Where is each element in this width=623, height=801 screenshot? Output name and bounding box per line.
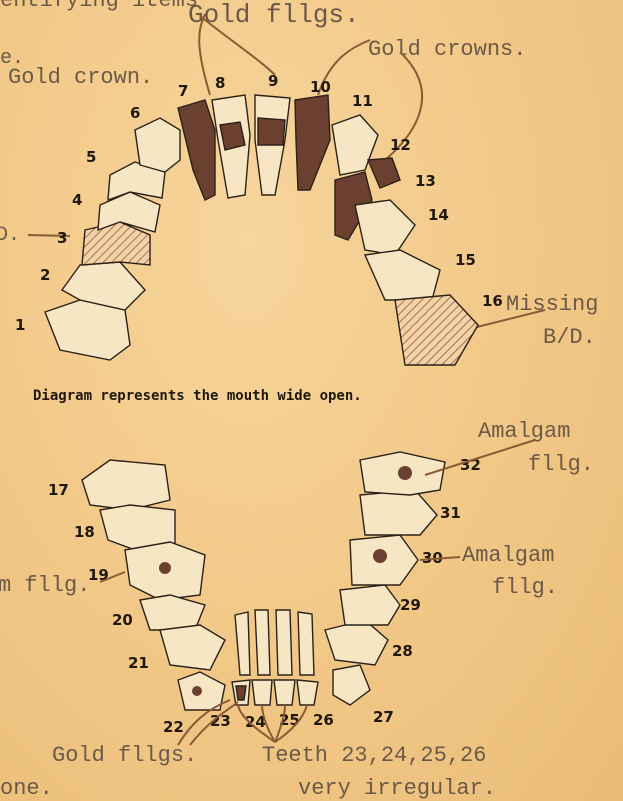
num-2: 2 [40, 266, 50, 284]
num-3: 3 [57, 229, 67, 247]
num-22: 22 [163, 718, 184, 736]
upper-arch [45, 95, 478, 365]
num-27: 27 [373, 708, 394, 726]
num-20: 20 [112, 611, 133, 629]
num-5: 5 [86, 148, 96, 166]
label-gold-crowns: Gold crowns. [368, 37, 526, 62]
num-15: 15 [455, 251, 476, 269]
tooth-1 [45, 300, 130, 360]
num-13: 13 [415, 172, 436, 190]
num-14: 14 [428, 206, 449, 224]
tooth-21 [160, 625, 225, 670]
label-amalgam-32: Amalgam [478, 419, 570, 444]
tooth-24 [252, 680, 272, 705]
tooth-10-gold-crown [295, 95, 330, 190]
tooth-28 [325, 620, 388, 665]
num-19: 19 [88, 566, 109, 584]
tooth-31 [360, 490, 437, 535]
tooth-14 [355, 200, 415, 255]
num-10: 10 [310, 78, 331, 96]
margin-text-one: one. [0, 776, 53, 801]
tooth-6 [135, 118, 180, 172]
root-a [235, 612, 250, 675]
num-1: 1 [15, 316, 25, 334]
label-fllg-30: fllg. [492, 575, 558, 600]
tooth-25 [274, 680, 295, 705]
diagram-caption: Diagram represents the mouth wide open. [33, 388, 362, 404]
tooth-26 [297, 680, 318, 705]
margin-text-d: D. [0, 224, 20, 247]
tooth-19-amalgam-filling [159, 562, 171, 574]
label-missing: Missing [506, 292, 598, 317]
num-8: 8 [215, 74, 225, 92]
tooth-29 [340, 585, 400, 625]
label-bd: B/D. [543, 325, 596, 350]
num-28: 28 [392, 642, 413, 660]
tooth-7-gold-crown [178, 100, 215, 200]
num-6: 6 [130, 104, 140, 122]
label-teeth-irregular-2: very irregular. [298, 776, 496, 801]
num-26: 26 [313, 711, 334, 729]
label-teeth-irregular-1: Teeth 23,24,25,26 [262, 743, 486, 768]
num-4: 4 [72, 191, 82, 209]
tooth-3-hatched [82, 222, 150, 265]
margin-text-e: e. [0, 47, 24, 70]
num-17: 17 [48, 481, 69, 499]
tooth-17 [82, 460, 170, 510]
num-18: 18 [74, 523, 95, 541]
label-amalgam-19: m fllg. [0, 573, 90, 598]
root-b [255, 610, 270, 675]
num-11: 11 [352, 92, 373, 110]
root-c [276, 610, 292, 675]
num-12: 12 [390, 136, 411, 154]
tooth-27 [333, 665, 370, 705]
root-d [298, 612, 314, 675]
tooth-32-amalgam-filling [398, 466, 412, 480]
tooth-12-gold-crown [368, 158, 400, 188]
num-7: 7 [178, 82, 188, 100]
tooth-23-gold-filling [236, 686, 246, 700]
label-fllg-32: fllg. [528, 452, 594, 477]
tooth-16-hatched [395, 295, 478, 365]
tooth-30-amalgam-filling [373, 549, 387, 563]
tooth-20 [140, 595, 205, 630]
tooth-9-gold-filling [258, 118, 285, 145]
tooth-15 [365, 250, 440, 300]
tooth-22-gold-filling [192, 686, 202, 696]
label-gold-crown: Gold crown. [8, 65, 153, 90]
num-31: 31 [440, 504, 461, 522]
label-gold-fillings-bottom: Gold fllgs. [52, 743, 197, 768]
partial-header: entifying items [0, 0, 198, 13]
num-21: 21 [128, 654, 149, 672]
num-29: 29 [400, 596, 421, 614]
num-9: 9 [268, 72, 278, 90]
tooth-8-gold-filling [220, 122, 245, 150]
label-amalgam-30: Amalgam [462, 543, 554, 568]
num-16: 16 [482, 292, 503, 310]
